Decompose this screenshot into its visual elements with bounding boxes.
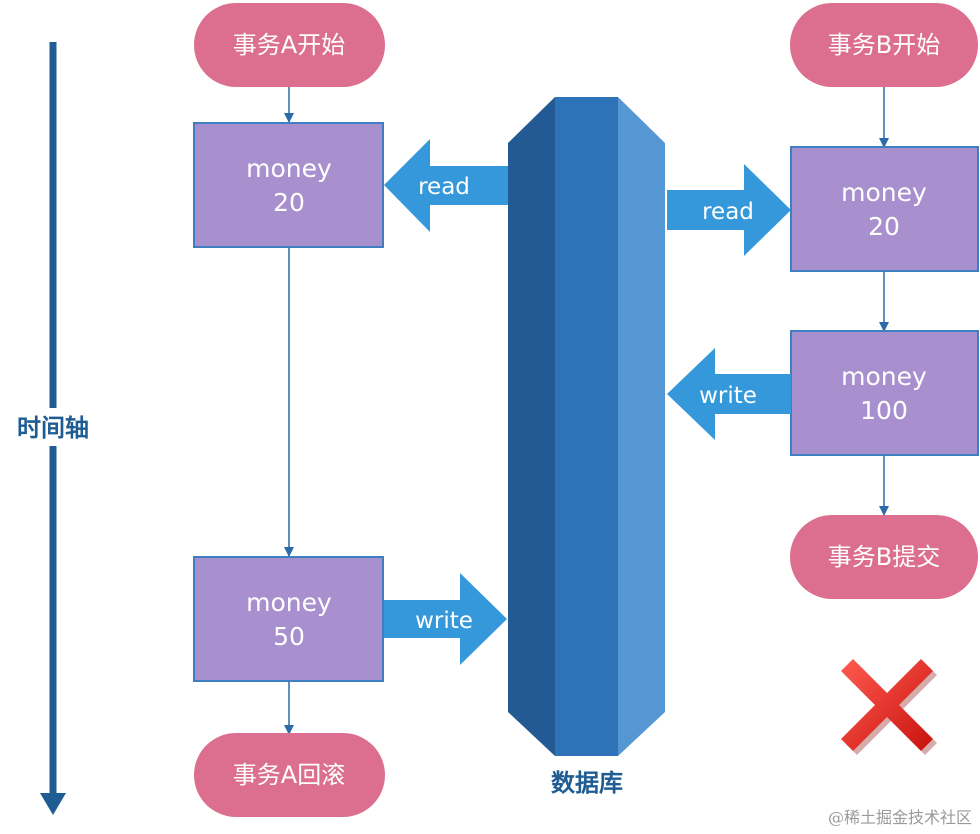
transaction-a-start-label: 事务A开始	[233, 31, 345, 59]
transaction-b-end-node: 事务B提交	[790, 515, 978, 599]
database-label: 数据库	[551, 769, 623, 797]
transaction-b-start-node: 事务B开始	[790, 3, 978, 87]
transaction-b-read-box: money 20	[790, 146, 979, 272]
transaction-b-write-box-line2: 100	[860, 396, 908, 425]
transaction-b-write-box-line1: money	[841, 362, 927, 391]
transaction-b-write-arrow-label: write	[699, 383, 757, 409]
transaction-b-read-box-line2: 20	[868, 212, 900, 241]
transaction-a-start-node: 事务A开始	[194, 3, 385, 87]
transaction-b-read-arrow: read	[667, 164, 791, 256]
timeline-label: 时间轴	[17, 414, 89, 442]
transaction-a-read-box-line1: money	[246, 154, 332, 183]
transaction-b-read-box-line1: money	[841, 178, 927, 207]
transaction-a-read-box-line2: 20	[273, 188, 305, 217]
transaction-a-write-box: money 50	[193, 556, 384, 682]
cross-mark-icon	[841, 659, 937, 755]
timeline: 时间轴	[8, 42, 100, 815]
transaction-b-read-arrow-label: read	[702, 199, 754, 225]
database-cylinder	[508, 97, 665, 756]
watermark: @稀土掘金技术社区	[828, 808, 972, 827]
transaction-a-write-box-line2: 50	[273, 622, 305, 651]
transaction-a-end-label: 事务A回滚	[233, 761, 345, 789]
transaction-b-start-label: 事务B开始	[828, 31, 940, 59]
transaction-a-end-node: 事务A回滚	[194, 733, 385, 817]
transaction-a-write-arrow-label: write	[415, 608, 473, 634]
transaction-a-write-box-line1: money	[246, 588, 332, 617]
transaction-b-write-arrow: write	[667, 348, 791, 440]
transaction-a-read-arrow: read	[384, 139, 508, 232]
transaction-a-read-arrow-label: read	[418, 174, 470, 200]
timeline-arrowhead	[40, 793, 66, 815]
transaction-a-write-arrow: write	[384, 573, 507, 665]
transaction-b-end-label: 事务B提交	[828, 543, 940, 571]
transaction-b-write-box: money 100	[790, 330, 979, 456]
transaction-a-read-box: money 20	[193, 122, 384, 248]
